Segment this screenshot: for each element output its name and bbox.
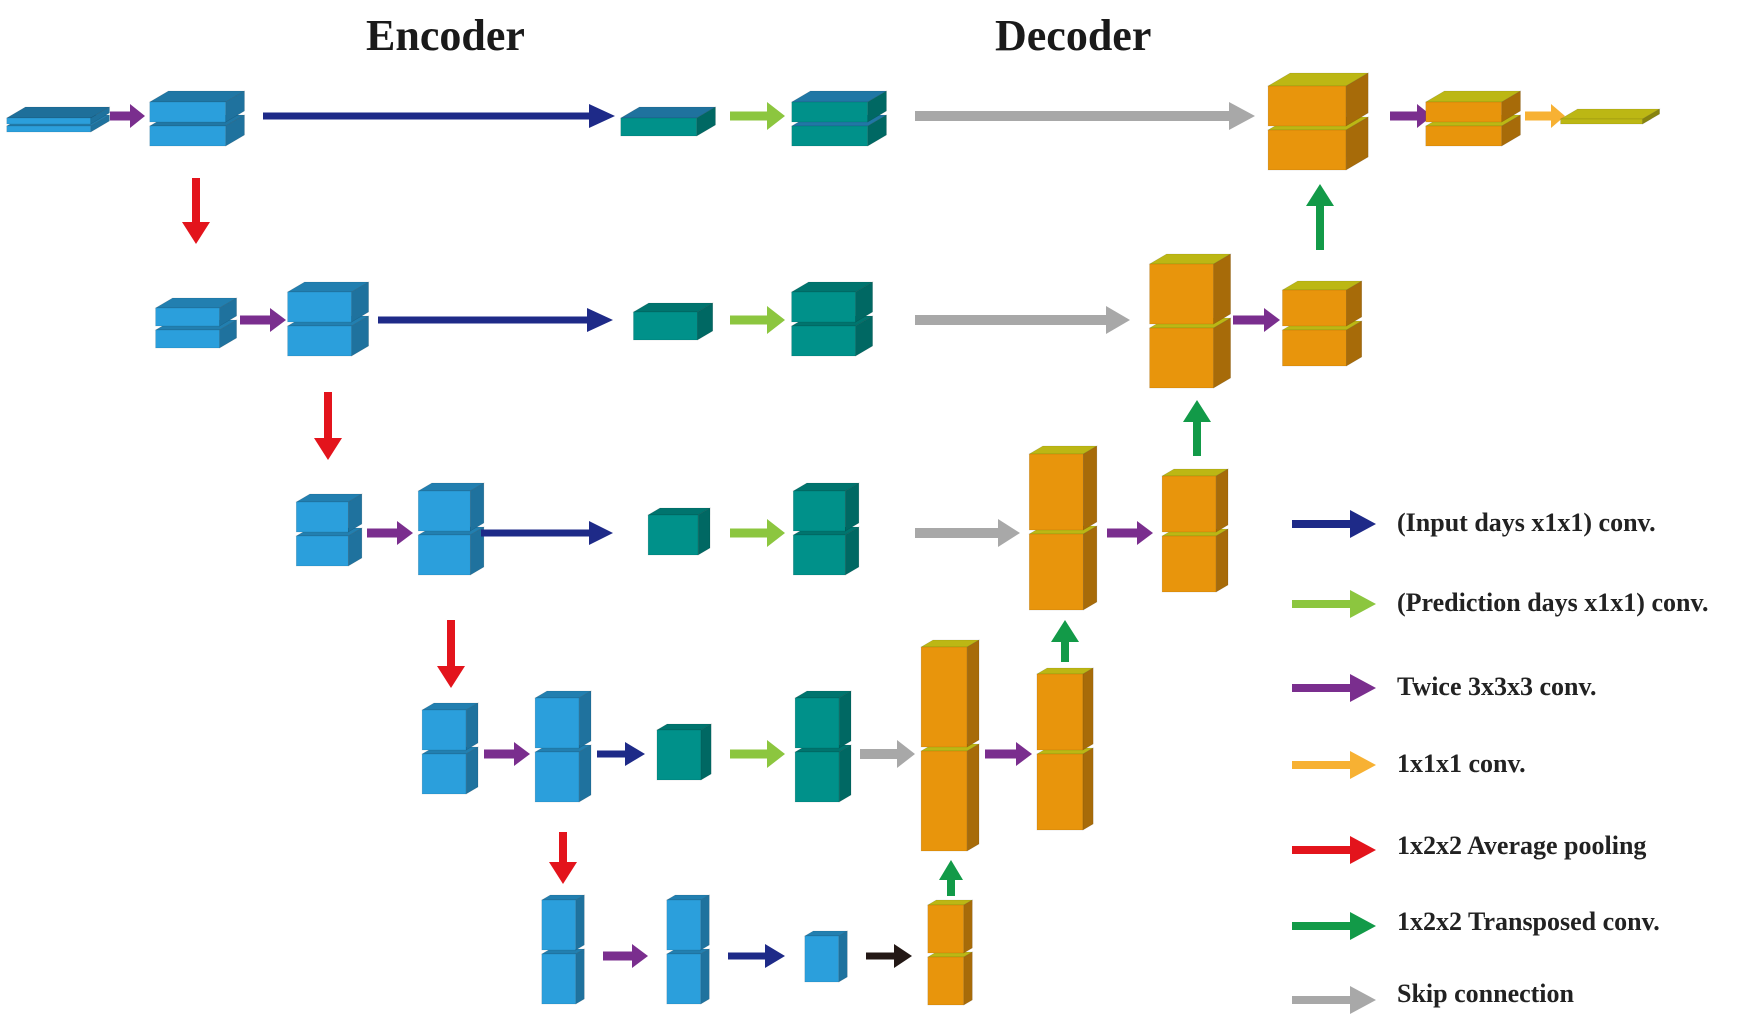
twice-conv-arrow: [1107, 521, 1153, 545]
legend-label-skip-connection: Skip connection: [1397, 979, 1574, 1008]
encoder-block-4: [421, 702, 480, 795]
twice-conv-arrow: [240, 308, 286, 332]
legend-arrow-prediction-conv: [1292, 590, 1376, 618]
legend-arrow-average-pooling: [1292, 836, 1376, 864]
bridge-conv-block-4: [794, 690, 853, 803]
decoder-heading: Decoder: [995, 11, 1152, 60]
encoder-block-5: [540, 894, 586, 1005]
twice-conv-arrow: [367, 521, 413, 545]
prediction-conv-arrow: [730, 519, 785, 547]
decoder-block-1: [1266, 72, 1370, 171]
decoder-conv-block-3: [1161, 468, 1230, 593]
bridge-conv-block-3: [792, 482, 860, 576]
legend-arrow-twice-conv: [1292, 674, 1376, 702]
decoder-block-3: [1028, 445, 1098, 611]
skip-connection-arrow: [915, 102, 1255, 130]
prediction-conv-arrow: [730, 740, 785, 768]
skip-connection-arrow: [915, 306, 1130, 334]
transposed-conv-arrow: [1306, 184, 1334, 250]
conv-1x1-arrow: [1525, 104, 1565, 128]
prediction-conv-arrow: [730, 306, 785, 334]
legend-label-transposed-conv: 1x2x2 Transposed conv.: [1397, 907, 1660, 936]
input-conv-arrow: [378, 308, 613, 332]
twice-conv-arrow: [484, 742, 530, 766]
input-conv-arrow: [263, 104, 615, 128]
transposed-conv-arrow: [1183, 400, 1211, 456]
decoder-conv-block-1: [1424, 90, 1522, 147]
decoder-block-2: [1148, 253, 1232, 389]
legend-arrow-input-conv: [1292, 510, 1376, 538]
encoder-heading: Encoder: [366, 11, 525, 60]
decoder-conv-block-2: [1281, 280, 1363, 367]
encoder-block-1: [148, 90, 246, 147]
bridge-block-4: [655, 723, 713, 781]
legend-arrow-transposed-conv: [1292, 912, 1376, 940]
decoder-conv-block-4: [1035, 667, 1095, 831]
encoder-conv-block-3: [417, 482, 485, 576]
input-conv-arrow: [597, 742, 645, 766]
encoder-conv-block-5: [665, 894, 711, 1005]
bridge-conv-block-1: [790, 90, 888, 147]
encoder-conv-block-2: [286, 281, 370, 357]
twice-conv-arrow: [1233, 308, 1280, 332]
legend-label-prediction-conv: (Prediction days x1x1) conv.: [1397, 588, 1709, 617]
transposed-conv-arrow: [1051, 620, 1079, 662]
legend-label-twice-conv: Twice 3x3x3 conv.: [1397, 672, 1597, 701]
transposed-conv-arrow: [939, 860, 963, 896]
decoder-block-4: [920, 639, 981, 852]
encoder-block-3: [295, 493, 363, 567]
skip-connection-arrow: [860, 740, 915, 768]
average-pooling-arrow: [549, 832, 577, 884]
encoder-conv-block-4: [534, 690, 593, 803]
input-conv-arrow: [728, 944, 785, 968]
input-conv-arrow: [481, 521, 613, 545]
bridge-block-5: [803, 930, 849, 983]
legend-label-input-conv: (Input days x1x1) conv.: [1397, 508, 1656, 537]
skip-connection-arrow: [915, 519, 1020, 547]
legend-arrow-skip-connection: [1292, 986, 1376, 1014]
legend-arrow-1x1x1-conv: [1292, 751, 1376, 779]
bridge-conv-block-2: [790, 281, 874, 357]
prediction-conv-arrow: [730, 102, 785, 130]
bottleneck-arrow: [866, 944, 912, 968]
bridge-block-1: [619, 106, 717, 137]
twice-conv-arrow: [985, 742, 1032, 766]
decoder-block-5: [926, 899, 974, 1006]
twice-conv-arrow: [603, 944, 648, 968]
average-pooling-arrow: [437, 620, 465, 688]
twice-conv-arrow: [1390, 104, 1432, 128]
average-pooling-arrow: [314, 392, 342, 460]
output-slab: [1559, 108, 1661, 125]
twice-conv-arrow: [110, 104, 145, 128]
input-slab-2: [5, 106, 111, 125]
average-pooling-arrow: [182, 178, 210, 244]
encoder-block-2: [154, 297, 238, 349]
bridge-block-2: [632, 302, 714, 341]
legend-label-1x1x1-conv: 1x1x1 conv.: [1397, 749, 1526, 778]
legend-label-average-pooling: 1x2x2 Average pooling: [1397, 831, 1647, 860]
bridge-block-3: [647, 507, 712, 556]
